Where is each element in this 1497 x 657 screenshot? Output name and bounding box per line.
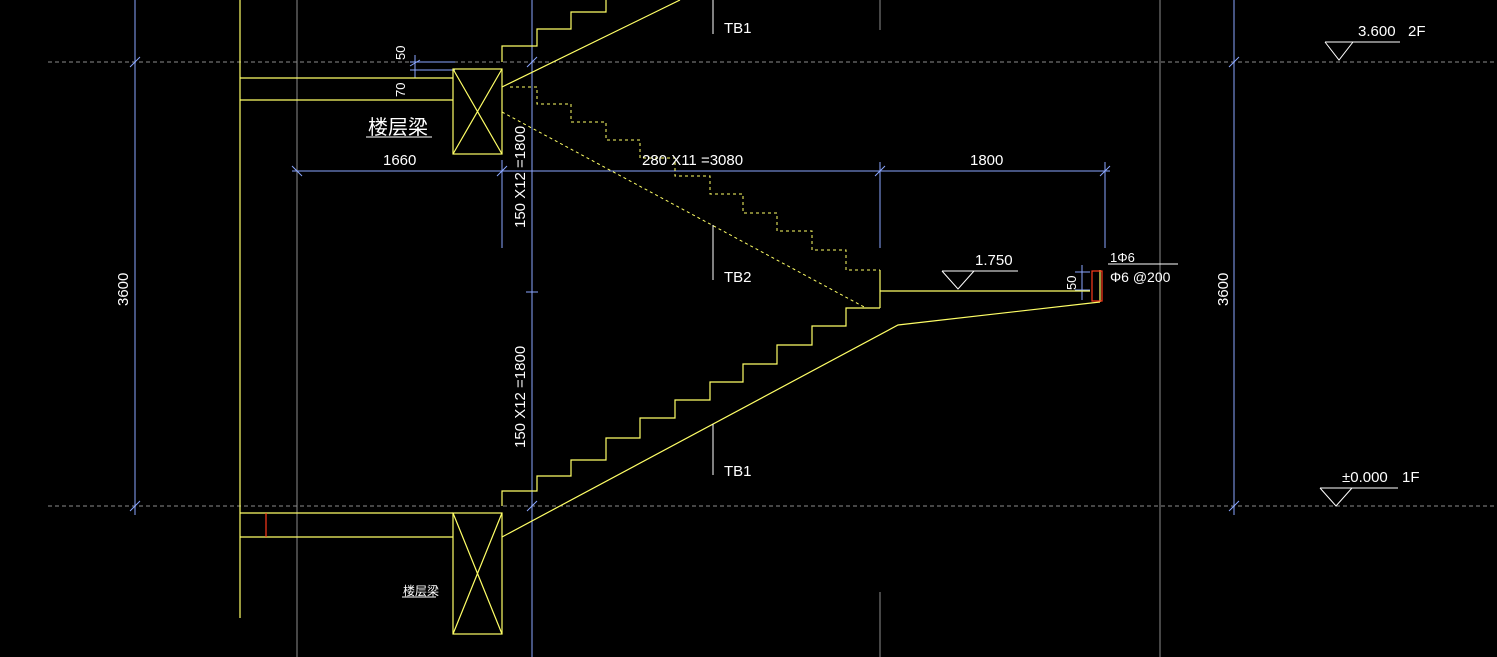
level-markers (941, 41, 1400, 507)
label-tb2: TB2 (724, 269, 752, 286)
lower-flight-soffit (501, 301, 1101, 538)
dim-50-right: 50 (1064, 276, 1079, 290)
label-tb1-bottom: TB1 (724, 463, 752, 480)
hidden-flight-tb2 (501, 86, 880, 309)
dim-run: 280 X11 =3080 (642, 152, 743, 169)
lower-flight-steps (501, 307, 880, 506)
dim-3600-right: 3600 (1215, 273, 1232, 306)
label-floor-beam-top: 楼层梁 (368, 115, 428, 139)
leader-lines (366, 0, 1178, 598)
level-1f-name: 1F (1402, 469, 1420, 486)
upper-flight-soffit (501, 0, 681, 88)
dim-3600-left: 3600 (115, 273, 132, 306)
dim-rise-upper: 150 X12 =1800 (512, 126, 529, 228)
dim-1660: 1660 (383, 152, 416, 169)
upper-flight-steps (501, 0, 607, 62)
floor-beam-top (452, 68, 503, 155)
grid-lines (48, 0, 1497, 657)
rebar-note-2: Φ6 @200 (1110, 269, 1171, 285)
dim-1800: 1800 (970, 152, 1003, 169)
level-2f-value: 3.600 (1358, 23, 1396, 40)
level-1f-value: ±0.000 (1342, 469, 1388, 486)
floor-beam-bottom (452, 512, 503, 635)
level-2f-name: 2F (1408, 23, 1426, 40)
dimension-lines (129, 0, 1240, 657)
landing-rebar (1091, 270, 1103, 302)
stair-structure (239, 0, 1101, 635)
dim-rise-lower: 150 X12 =1800 (512, 346, 529, 448)
label-floor-beam-bottom: 楼层梁 (403, 583, 439, 598)
dim-70: 70 (393, 83, 408, 97)
annotations: TB1 TB2 TB1 楼层梁 楼层梁 1660 280 X11 =3080 1… (115, 20, 1426, 598)
level-landing-value: 1.750 (975, 252, 1013, 269)
dim-50-top: 50 (393, 46, 408, 60)
label-tb1-top: TB1 (724, 20, 752, 37)
rebar-note-1: 1Φ6 (1110, 250, 1135, 265)
